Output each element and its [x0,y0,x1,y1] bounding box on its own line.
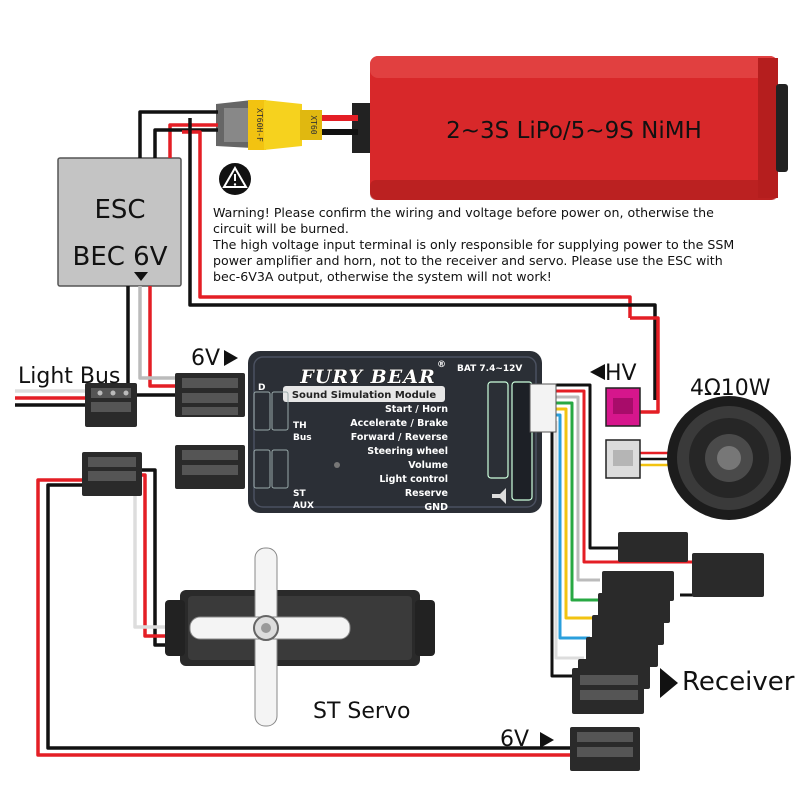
d-label: D [258,383,265,393]
arrow-left-icon [590,364,605,380]
receiver-arrow-icon [660,668,678,698]
esc-6v-plug [175,373,245,417]
arrow-right-icon [224,350,238,366]
pin-light-control: Light control [379,474,448,485]
pin-start-horn: Start / Horn [385,404,448,415]
esc-arrow-icon [134,272,148,281]
bottom-6v-plug [570,727,640,771]
battery-label: 2~3S LiPo/5~9S NiMH [446,118,702,144]
servo [165,547,435,727]
six-v-top-label: 6V [191,346,220,371]
module-subtitle: Sound Simulation Module [292,390,437,401]
pin-volume: Volume [408,460,448,471]
speaker-icon [667,396,791,520]
warning-text: Warning! Please confirm the wiring and v… [212,205,734,284]
warning-line-3: The high voltage input terminal is only … [212,237,734,252]
esc-label: ESC [94,195,145,225]
warning-line-2: circuit will be burned. [213,221,349,236]
status-led [334,462,340,468]
esc-box: ESC BEC 6V [57,157,182,287]
th-label: TH [293,421,307,431]
speaker-plug [605,439,641,479]
hv-label: HV [605,361,637,386]
light-bus-plug [85,383,137,427]
bus-label: Bus [293,433,312,443]
plug-group [82,373,764,771]
six-v-bottom-label: 6V [500,727,529,752]
st-servo-label: ST Servo [313,699,410,724]
bat-rating: BAT 7.4~12V [457,364,522,374]
xt60h-f-label: XT60H-F [255,108,264,142]
warning-icon [219,163,251,195]
pin-steering-wheel: Steering wheel [367,446,448,457]
sound-module: FURY BEAR ® Sound Simulation Module BAT … [248,351,557,513]
battery: 2~3S LiPo/5~9S NiMH [352,56,788,200]
module-logo: FURY BEAR [299,366,436,388]
xt60-label: XT60 [309,115,318,134]
pin-accelerate-brake: Accelerate / Brake [350,418,448,429]
pin-reserve: Reserve [405,488,448,499]
aux-plug-left [82,452,142,496]
aux-label: AUX [293,501,314,511]
receiver-plugs [572,532,764,714]
esc-bec-label: BEC 6V [72,242,167,272]
xt60-connector: XT60H-F XT60 [216,100,322,150]
receiver-label: Receiver [682,667,795,697]
st-plug [175,445,245,489]
pin-gnd: GND [424,502,448,513]
warning-line-1: Warning! Please confirm the wiring and v… [213,205,714,220]
hv-plug [605,387,641,427]
warning-line-4: power amplifier and horn, not to the rec… [213,253,723,268]
registered-mark: ® [437,360,446,370]
light-bus-label: Light Bus [18,364,120,389]
st-label: ST [293,489,306,499]
speaker-symbol-icon [492,488,506,504]
pin-forward-reverse: Forward / Reverse [351,432,448,443]
arrow-right-icon [540,732,554,748]
warning-line-5: bec-6V3A output, otherwise the system wi… [213,269,552,284]
